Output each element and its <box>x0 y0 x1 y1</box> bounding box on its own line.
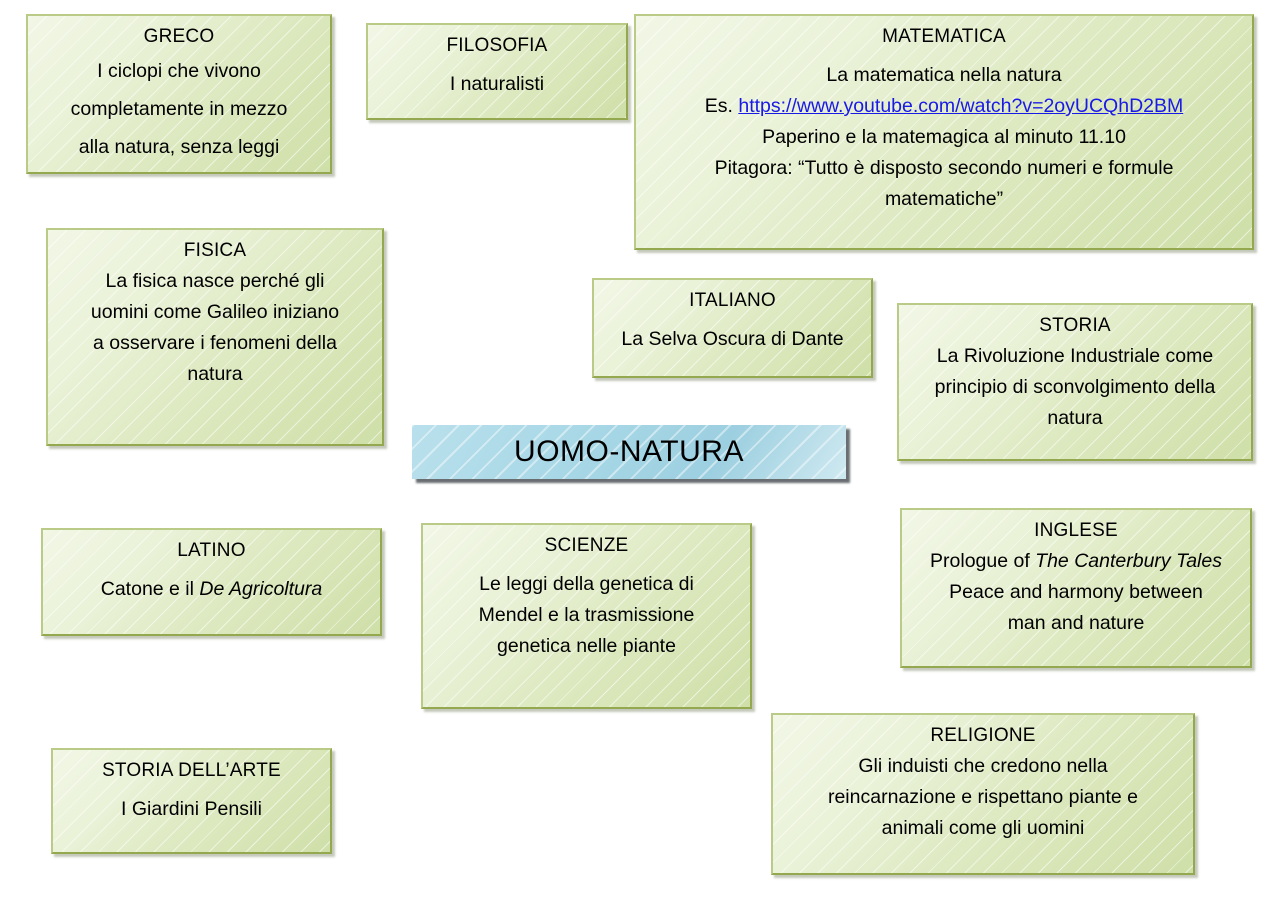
node-greco-line3: alla natura, senza leggi <box>78 136 280 158</box>
node-greco-title: GRECO <box>143 26 215 47</box>
node-religione-line1: Gli induisti che credono nella <box>858 755 1108 777</box>
node-italiano[interactable]: ITALIANO La Selva Oscura di Dante <box>592 278 873 378</box>
spacer <box>63 786 320 794</box>
node-matematica-line5: matematiche” <box>884 188 1004 210</box>
node-matematica-line3: Paperino e la matemagica al minuto 11.10 <box>762 126 1126 148</box>
node-religione-line3: animali come gli uomini <box>881 817 1085 839</box>
node-arte-title: STORIA DELL’ARTE <box>102 760 281 781</box>
node-matematica-title: MATEMATICA <box>882 26 1006 47</box>
node-fisica-line2: uomini come Galileo iniziano <box>90 301 340 323</box>
node-religione[interactable]: RELIGIONE Gli induisti che credono nella… <box>771 713 1195 875</box>
node-inglese-line3: man and nature <box>1007 612 1145 634</box>
node-matematica-line4: Pitagora: “Tutto è disposto secondo nume… <box>714 157 1174 179</box>
node-filosofia[interactable]: FILOSOFIA I naturalisti <box>366 23 628 120</box>
node-matematica-body: La matematica nella natura Es. https://w… <box>646 52 1242 215</box>
node-inglese-body: Prologue of The Canterbury Tales Peace a… <box>912 546 1240 639</box>
node-fisica-body: La fisica nasce perché gli uomini come G… <box>58 266 372 390</box>
node-matematica[interactable]: MATEMATICA La matematica nella natura Es… <box>634 14 1254 250</box>
node-scienze-line2: Mendel e la trasmissione <box>478 604 695 626</box>
node-arte-body: I Giardini Pensili <box>63 786 320 825</box>
node-storia-line3: natura <box>1047 407 1103 429</box>
node-fisica-line3: a osservare i fenomeni della <box>93 332 337 354</box>
node-scienze[interactable]: SCIENZE Le leggi della genetica di Mende… <box>421 523 752 709</box>
node-storia-line2: principio di sconvolgimento della <box>934 376 1216 398</box>
node-greco[interactable]: GRECO I ciclopi che vivono completamente… <box>26 14 332 174</box>
node-scienze-line3: genetica nelle piante <box>497 635 676 657</box>
node-arte-line1: I Giardini Pensili <box>121 798 262 820</box>
node-storia-dell-arte[interactable]: STORIA DELL’ARTE I Giardini Pensili <box>51 748 332 854</box>
node-inglese[interactable]: INGLESE Prologue of The Canterbury Tales… <box>900 508 1252 668</box>
node-italiano-body: La Selva Oscura di Dante <box>604 316 861 355</box>
node-center-uomo-natura[interactable]: UOMO-NATURA <box>412 425 846 479</box>
node-inglese-title: INGLESE <box>1034 520 1118 541</box>
node-latino-line1-prefix: Catone e il <box>100 578 200 600</box>
center-label: UOMO-NATURA <box>514 435 744 468</box>
node-filosofia-line1: I naturalisti <box>449 73 545 95</box>
node-storia-title: STORIA <box>1039 315 1111 336</box>
node-greco-line1: I ciclopi che vivono <box>97 60 261 82</box>
spacer <box>53 566 370 574</box>
spacer <box>646 52 1242 60</box>
node-scienze-line1: Le leggi della genetica di <box>479 573 694 595</box>
spacer <box>378 61 616 69</box>
node-storia[interactable]: STORIA La Rivoluzione Industriale come p… <box>897 303 1253 461</box>
node-scienze-title: SCIENZE <box>544 535 629 556</box>
node-greco-body: I ciclopi che vivono completamente in me… <box>38 52 320 166</box>
node-matematica-line2-prefix: Es. <box>704 95 739 117</box>
node-fisica[interactable]: FISICA La fisica nasce perché gli uomini… <box>46 228 384 446</box>
node-italiano-title: ITALIANO <box>689 290 776 311</box>
node-religione-line2: reincarnazione e rispettano piante e <box>827 786 1139 808</box>
node-latino-body: Catone e il De Agricoltura <box>53 566 370 605</box>
node-inglese-line1-prefix: Prologue of <box>930 550 1036 572</box>
node-fisica-line1: La fisica nasce perché gli <box>105 270 325 292</box>
node-inglese-line1-italic: The Canterbury Tales <box>1035 550 1222 572</box>
node-matematica-line1: La matematica nella natura <box>826 64 1062 86</box>
node-greco-line2: completamente in mezzo <box>70 98 288 120</box>
node-scienze-body: Le leggi della genetica di Mendel e la t… <box>433 561 740 662</box>
spacer <box>433 561 740 569</box>
node-storia-line1: La Rivoluzione Industriale come <box>936 345 1214 367</box>
node-fisica-line4: natura <box>187 363 243 385</box>
node-filosofia-title: FILOSOFIA <box>446 35 548 56</box>
node-latino-title: LATINO <box>177 540 246 561</box>
node-fisica-title: FISICA <box>183 240 247 261</box>
node-filosofia-body: I naturalisti <box>378 61 616 100</box>
node-inglese-line2: Peace and harmony between <box>949 581 1203 603</box>
node-latino[interactable]: LATINO Catone e il De Agricoltura <box>41 528 382 636</box>
node-latino-line1-italic: De Agricoltura <box>199 578 323 600</box>
youtube-link[interactable]: https://www.youtube.com/watch?v=2oyUCQhD… <box>738 95 1184 117</box>
node-italiano-line1: La Selva Oscura di Dante <box>621 328 844 350</box>
node-religione-title: RELIGIONE <box>930 725 1036 746</box>
spacer <box>604 316 861 324</box>
node-storia-body: La Rivoluzione Industriale come principi… <box>909 341 1241 434</box>
node-religione-body: Gli induisti che credono nella reincarna… <box>783 751 1183 844</box>
